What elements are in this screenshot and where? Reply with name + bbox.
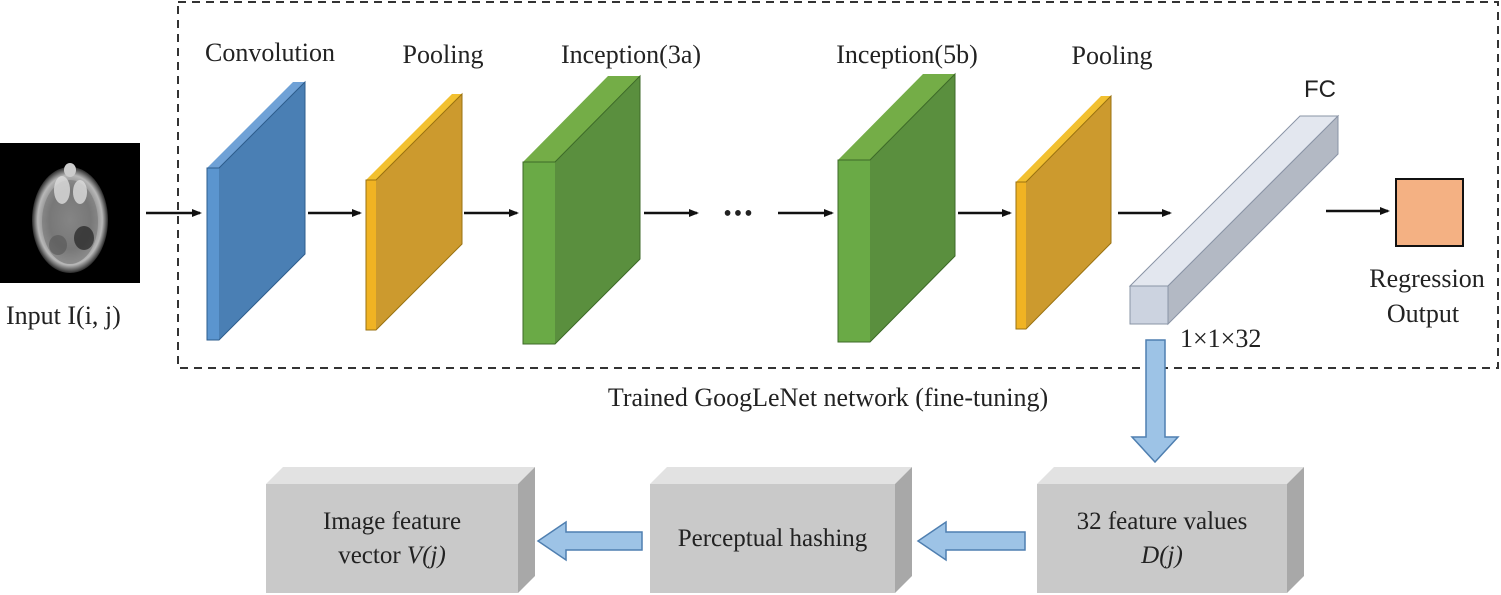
perceptual-hashing-box-shape [650,467,912,593]
left-flow-arrow-1 [916,520,1026,562]
vector-math: V(j) [406,541,446,569]
regression-output-box [1395,178,1464,247]
feature-values-line1: 32 feature values [1076,507,1248,535]
inception-3a-label: Inception(3a) [560,40,702,69]
image-feature-vector-box-shape [266,467,535,593]
pooling-label-2: Pooling [1071,41,1153,70]
network-caption: Trained GoogLeNet network (fine-tuning) [607,383,1049,412]
convolution-layer [206,80,306,341]
convolution-label: Convolution [204,38,336,67]
regression-label: Regression [1369,264,1485,293]
inception-3a-layer [522,74,641,345]
feature-values-box: 32 feature values D(j) [1037,484,1287,593]
output-label: Output [1386,299,1460,328]
image-feature-line1: Image feature [322,507,462,535]
image-feature-line2: vector V(j) [338,539,446,573]
pooling-layer-2 [1015,94,1112,330]
perceptual-hashing-label: Perceptual hashing [677,524,868,552]
vector-word: vector [338,541,407,569]
fc-label: FC [1304,76,1336,103]
down-flow-arrow [1130,339,1180,464]
pooling-layer-1 [365,92,463,331]
perceptual-hashing-box: Perceptual hashing [650,484,895,593]
network-boundary [177,1,1499,369]
input-label: Input I(i, j) [6,301,121,330]
pooling-label-1: Pooling [402,40,484,69]
fc-layer-prism [1128,114,1340,326]
feature-values-box-shape [1037,467,1304,593]
feature-values-line2: D(j) [1141,541,1183,569]
input-mri-image [0,143,140,283]
ellipsis-dots: ••• [723,201,755,227]
image-feature-vector-box: Image feature vector V(j) [266,484,518,593]
inception-5b-layer [837,72,956,343]
fc-size-label: 1×1×32 [1180,324,1262,353]
left-flow-arrow-2 [536,520,643,562]
inception-5b-label: Inception(5b) [836,40,978,69]
